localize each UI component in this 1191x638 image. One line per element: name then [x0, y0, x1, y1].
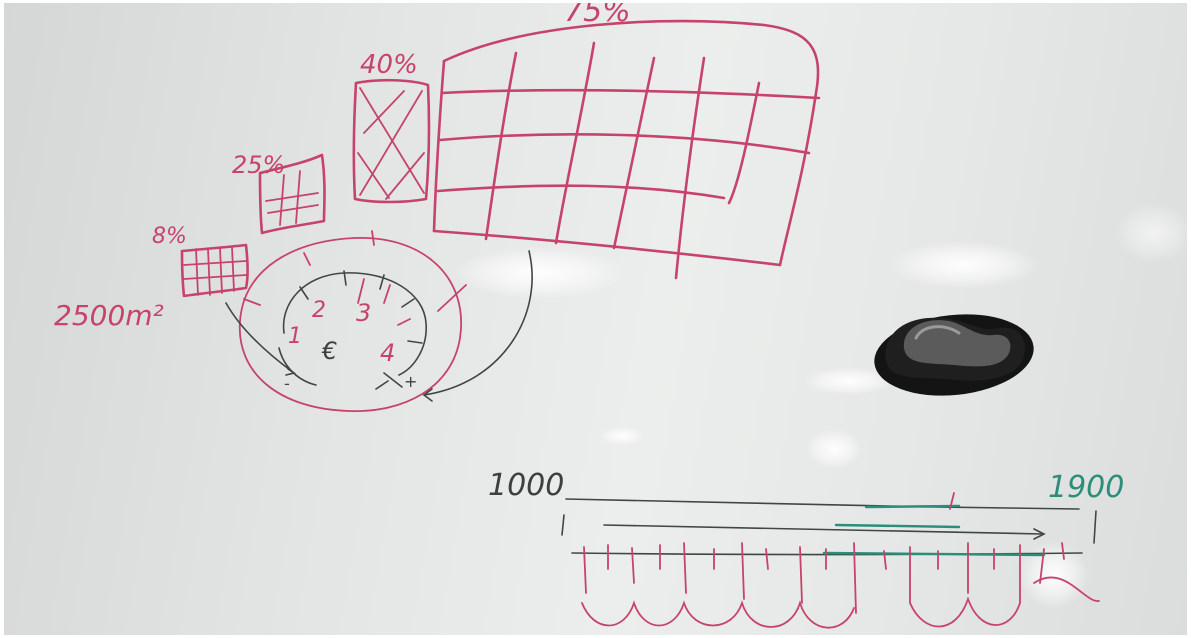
segment-4-label: 4 — [380, 339, 395, 367]
light-reflection — [889, 241, 1039, 289]
label-area: 2500m² — [54, 299, 164, 332]
euro-sign: € — [321, 337, 337, 365]
box-25-percent — [258, 153, 326, 235]
box-8-percent — [180, 243, 249, 298]
light-reflection — [1114, 203, 1187, 263]
segment-3-label: 3 — [356, 299, 371, 327]
light-reflection — [804, 367, 894, 395]
circle-diagram — [225, 230, 533, 412]
whiteboard-eraser-icon — [874, 314, 1034, 396]
light-reflection — [806, 429, 862, 469]
light-reflection — [1019, 541, 1089, 609]
light-reflection — [454, 247, 624, 299]
whiteboard-drawing: 75% 40% 25% 8% — [54, 3, 1187, 629]
whiteboard-photo: 75% 40% 25% 8% — [4, 3, 1187, 635]
label-25-percent: 25% — [232, 151, 285, 179]
label-75-percent: 75% — [564, 3, 631, 29]
label-40-percent: 40% — [360, 50, 418, 80]
timeline-start-label: 1000 — [488, 468, 564, 503]
minus-sign: - — [284, 374, 290, 393]
grid-75-percent — [432, 19, 821, 280]
timeline-end-label: 1900 — [1048, 470, 1124, 505]
light-reflection — [600, 427, 644, 445]
segment-2-label: 2 — [312, 298, 326, 323]
timeline — [561, 492, 1100, 629]
plus-sign: + — [404, 372, 417, 391]
label-8-percent: 8% — [152, 224, 187, 249]
box-40-percent — [352, 78, 431, 204]
segment-1-label: 1 — [288, 324, 302, 349]
